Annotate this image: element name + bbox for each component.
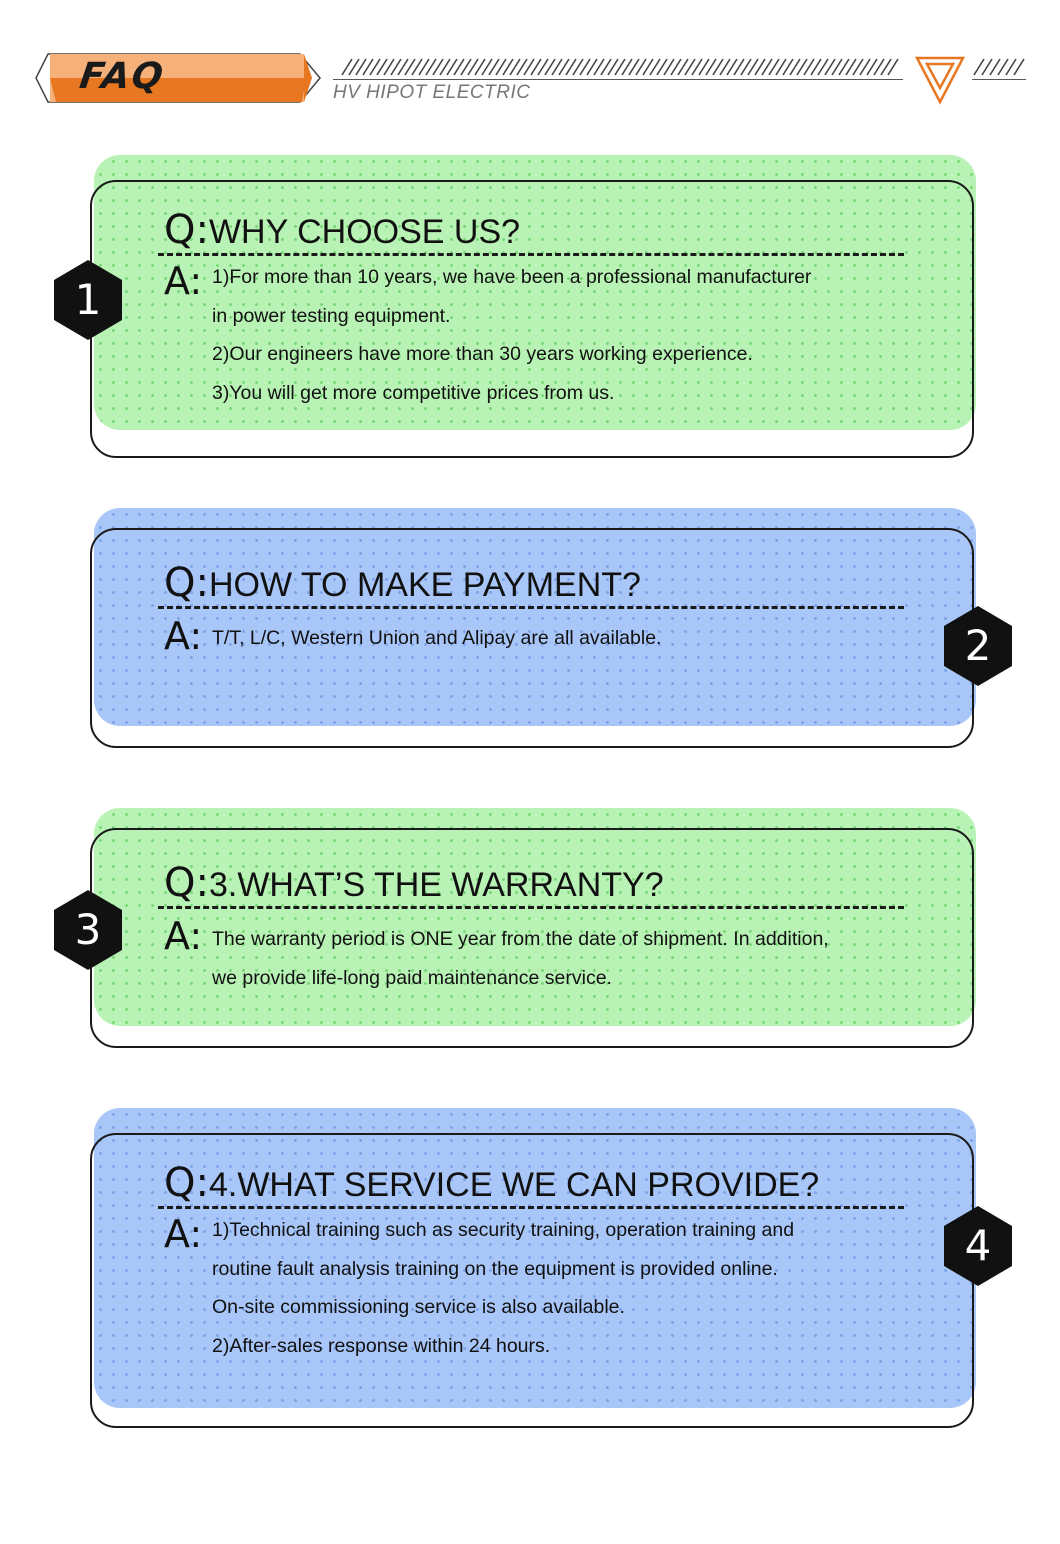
answer-line: On-site commissioning service is also av… — [212, 1296, 625, 1318]
header-stripes — [341, 58, 899, 76]
question: Q:3.WHAT’S THE WARRANTY? — [164, 860, 664, 906]
faq-tag-shape — [35, 53, 321, 103]
answer-line: in power testing equipment. — [212, 304, 451, 327]
page-header: FAQ HV HIPOT ELECTRIC — [0, 0, 1060, 130]
header-divider — [333, 79, 903, 80]
faq-title: FAQ — [77, 56, 168, 97]
answer: T/T, L/C, Western Union and Alipay are a… — [212, 619, 661, 658]
brand-name: HV HIPOT ELECTRIC — [333, 82, 531, 103]
header-divider-small — [972, 79, 1026, 80]
dashed-divider — [158, 906, 904, 909]
faq-tag — [34, 50, 328, 106]
hexagon-icon — [54, 260, 122, 340]
badge-number: 4 — [964, 1221, 992, 1270]
faq-card-4: Q:4.WHAT SERVICE WE CAN PROVIDE? A: 1)Te… — [88, 1108, 980, 1430]
question: Q:HOW TO MAKE PAYMENT? — [164, 560, 641, 606]
answer-line: 2)After-sales response within 24 hours. — [212, 1334, 551, 1357]
dashed-divider — [158, 1206, 904, 1209]
answer: The warranty period is ONE year from the… — [212, 920, 829, 997]
question-text: HOW TO MAKE PAYMENT? — [208, 566, 641, 604]
card-background — [94, 155, 976, 430]
hexagon-icon — [944, 1206, 1012, 1286]
question: Q:WHY CHOOSE US? — [164, 207, 521, 253]
answer: 1)For more than 10 years, we have been a… — [212, 258, 811, 412]
answer-prefix: A: — [164, 1212, 203, 1256]
number-badge-1: 1 — [52, 258, 124, 342]
card-background — [94, 808, 976, 1026]
answer-line: The warranty period is ONE year from the… — [212, 928, 829, 950]
faq-card-3: Q:3.WHAT’S THE WARRANTY? A: The warranty… — [88, 808, 980, 1050]
question: Q:4.WHAT SERVICE WE CAN PROVIDE? — [164, 1160, 820, 1206]
dashed-divider — [158, 253, 904, 256]
answer-line: routine fault analysis training on the e… — [212, 1257, 778, 1280]
question-text: 3.WHAT’S THE WARRANTY? — [208, 866, 664, 904]
hexagon-icon — [944, 606, 1012, 686]
header-stripes-small — [973, 58, 1025, 76]
badge-number: 2 — [964, 621, 992, 670]
answer-line: 2)Our engineers have more than 30 years … — [212, 343, 753, 365]
answer-line: we provide life-long paid maintenance se… — [212, 966, 612, 989]
faq-card-1: Q:WHY CHOOSE US? A: 1)For more than 10 y… — [88, 155, 980, 460]
number-badge-2: 2 — [942, 604, 1014, 688]
answer: 1)Technical training such as security tr… — [212, 1211, 794, 1365]
question-text: 4.WHAT SERVICE WE CAN PROVIDE? — [208, 1166, 820, 1204]
hexagon-icon — [54, 890, 122, 970]
answer-line: T/T, L/C, Western Union and Alipay are a… — [212, 627, 662, 649]
answer-prefix: A: — [164, 614, 203, 658]
answer-line: 1)For more than 10 years, we have been a… — [212, 266, 812, 288]
card-background — [94, 1108, 976, 1408]
faq-card-2: Q:HOW TO MAKE PAYMENT? A: T/T, L/C, West… — [88, 508, 980, 750]
answer-line: 3)You will get more competitive prices f… — [212, 381, 615, 404]
card-background — [94, 508, 976, 726]
dashed-divider — [158, 606, 904, 609]
answer-prefix: A: — [164, 914, 203, 958]
question-text: WHY CHOOSE US? — [208, 213, 521, 251]
badge-number: 3 — [74, 905, 102, 954]
answer-prefix: A: — [164, 259, 203, 303]
badge-number: 1 — [74, 275, 102, 324]
number-badge-4: 4 — [942, 1204, 1014, 1288]
answer-line: 1)Technical training such as security tr… — [212, 1219, 795, 1241]
number-badge-3: 3 — [52, 888, 124, 972]
triangle-icon — [914, 56, 966, 105]
